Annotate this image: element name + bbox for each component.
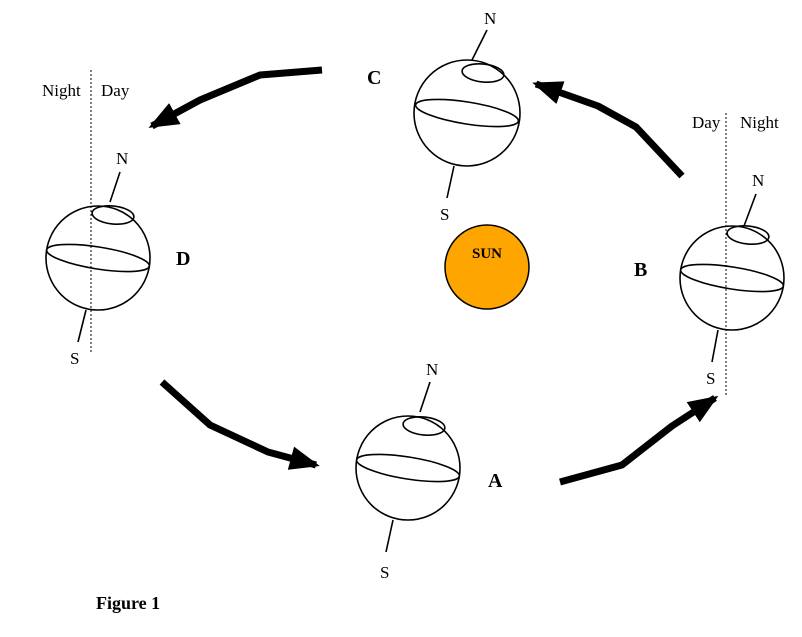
sun: SUN xyxy=(444,224,530,310)
planet-b-axis-south xyxy=(711,329,719,363)
planet-b-equator xyxy=(679,263,785,293)
planet-c-equator xyxy=(414,98,520,128)
planet-d-axis-north xyxy=(109,171,121,203)
right-day-label: Day xyxy=(692,113,721,132)
sun-label: SUN xyxy=(472,246,502,262)
orbit-arrow-d-to-a xyxy=(159,379,320,470)
planet-d-globe xyxy=(45,205,151,311)
orbit-arrow-b-to-c xyxy=(532,80,685,179)
planet-d-equator xyxy=(45,243,151,273)
planet-d-axis-south xyxy=(77,309,87,343)
sun-disc xyxy=(444,224,530,310)
planet-d-polar-cap xyxy=(91,204,135,226)
left-day-label: Day xyxy=(101,81,130,100)
planet-c-polar-cap xyxy=(461,62,505,84)
planet-b-polar-cap xyxy=(726,224,770,246)
planet-a-south-label: S xyxy=(380,563,389,582)
planet-b-globe xyxy=(679,225,785,331)
planet-a-position-label: A xyxy=(488,470,503,492)
right-night-label: Night xyxy=(740,113,779,132)
planet-b-south-label: S xyxy=(706,369,715,388)
orbit-arrow-a-to-b xyxy=(559,395,719,486)
left-night-label: Night xyxy=(42,81,81,100)
planet-d-position-label: D xyxy=(176,248,190,270)
planet-c-axis-north xyxy=(471,29,488,61)
planet-b: N S B xyxy=(634,171,785,388)
planet-d: N S D xyxy=(45,149,190,368)
planet-b-north-label: N xyxy=(752,171,764,190)
orbit-arrow-c-to-d xyxy=(148,66,323,130)
planet-c-position-label: C xyxy=(367,67,381,89)
planet-a-axis-south xyxy=(385,519,394,553)
planet-c-axis-south xyxy=(446,165,455,199)
planet-c-globe xyxy=(413,59,521,167)
planet-c: N S C xyxy=(367,9,521,224)
planet-d-north-label: N xyxy=(116,149,128,168)
planet-a-polar-cap xyxy=(402,415,446,437)
planet-a-equator xyxy=(355,453,461,483)
planet-b-position-label: B xyxy=(634,259,647,281)
planet-d-south-label: S xyxy=(70,349,79,368)
planet-b-axis-north xyxy=(743,193,757,227)
figure-caption: Figure 1 xyxy=(96,593,160,613)
planet-c-north-label: N xyxy=(484,9,496,28)
planet-c-south-label: S xyxy=(440,205,449,224)
planet-a-axis-north xyxy=(419,381,431,413)
planet-a-north-label: N xyxy=(426,360,438,379)
planet-a-globe xyxy=(355,415,461,521)
planet-a: N S A xyxy=(355,360,503,582)
